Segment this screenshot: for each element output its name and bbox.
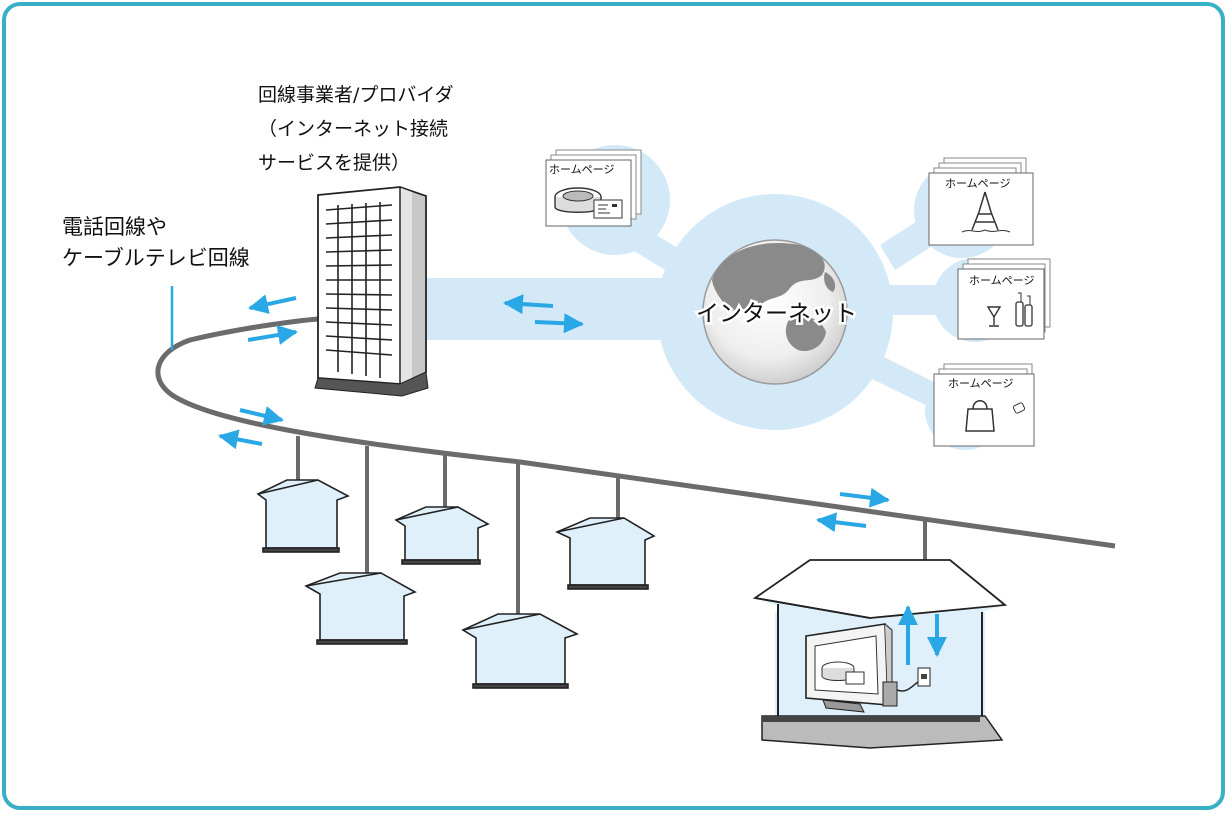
- house-icon: [256, 479, 350, 553]
- homepage-title: ホームページ: [945, 177, 1010, 190]
- house-icon: [555, 517, 656, 590]
- home-with-computer: [752, 559, 1008, 749]
- data-flow-arrows: [218, 294, 947, 665]
- main-cable: [155, 315, 1116, 549]
- homepage-card-bottles: ホームページ: [957, 258, 1051, 340]
- homepage-card-eiffel: ホームページ: [928, 157, 1034, 246]
- phone-line-label-line2: ケーブルテレビ回線: [62, 246, 250, 270]
- house-icon: [304, 572, 417, 645]
- homepage-title: ホームページ: [549, 163, 614, 176]
- phone-line-label-line1: 電話回線や: [62, 215, 167, 239]
- provider-label-line2: （インターネット接続: [258, 118, 449, 140]
- homepage-card-handbag: ホームページ: [933, 363, 1035, 447]
- phone-line-label: 電話回線や ケーブルテレビ回線: [62, 212, 250, 274]
- house-icon: [461, 613, 580, 689]
- provider-label: 回線事業者/プロバイダ （インターネット接続 サービスを提供）: [258, 78, 454, 180]
- globe-icon: [702, 239, 848, 385]
- homepage-title: ホームページ: [948, 377, 1013, 390]
- provider-label-line1: 回線事業者/プロバイダ: [258, 84, 454, 106]
- internet-label: インターネット: [696, 301, 857, 327]
- provider-label-line3: サービスを提供）: [258, 152, 411, 174]
- homepage-card-stadium: ホームページ: [545, 149, 642, 227]
- house-icon: [394, 506, 490, 565]
- homepage-title: ホームページ: [969, 274, 1034, 287]
- provider-building: [314, 186, 429, 397]
